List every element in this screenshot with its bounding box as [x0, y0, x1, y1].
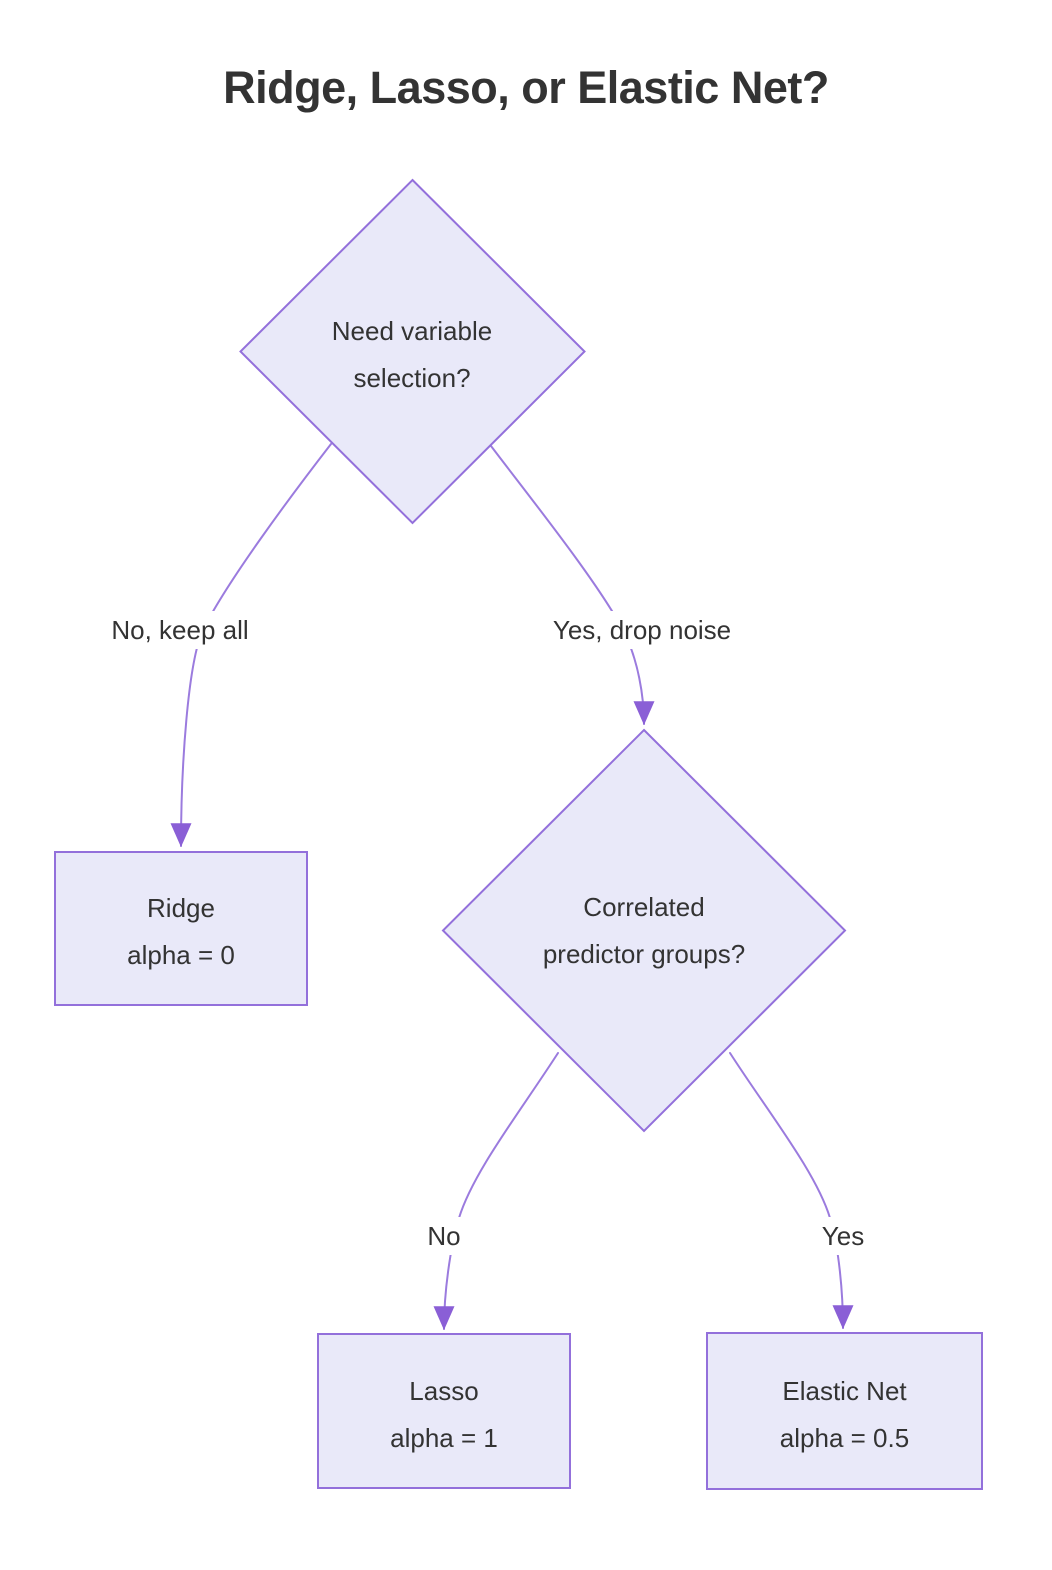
node-label-line: alpha = 0	[127, 940, 235, 970]
node-need-variable-selection-label: Need variable selection?	[262, 308, 562, 402]
edge-label-no: No	[409, 1217, 479, 1255]
edge-label-no-keep-all: No, keep all	[80, 611, 280, 649]
node-label-line: Lasso	[409, 1376, 479, 1406]
node-lasso-shape	[317, 1333, 571, 1489]
node-ridge-shape	[54, 851, 308, 1006]
edge-no	[433, 1052, 559, 1331]
node-elastic-net-label: Elastic Net alpha = 0.5	[707, 1368, 982, 1462]
node-label-line: Correlated	[583, 892, 705, 922]
node-label-line: alpha = 0.5	[779, 1423, 910, 1453]
node-label-line: Ridge	[147, 893, 215, 923]
edge-label-yes-drop-noise: Yes, drop noise	[532, 611, 752, 649]
node-label-line: selection?	[353, 363, 471, 393]
node-ridge-label: Ridge alpha = 0	[55, 885, 307, 979]
page-title: Ridge, Lasso, or Elastic Net?	[223, 62, 829, 113]
node-need-variable-selection-shape	[239, 178, 586, 525]
node-label-line: Elastic Net	[782, 1376, 907, 1406]
node-lasso-label: Lasso alpha = 1	[318, 1368, 570, 1462]
edge-yes	[729, 1052, 854, 1330]
edge-yes-drop-noise	[490, 445, 655, 726]
node-elastic-net-shape	[706, 1332, 983, 1490]
node-label-line: predictor groups?	[542, 939, 746, 969]
node-label-line: alpha = 1	[390, 1423, 498, 1453]
node-correlated-groups-label: Correlated predictor groups?	[494, 884, 794, 978]
node-label-line: Need variable	[331, 316, 493, 346]
edge-label-yes: Yes	[808, 1217, 878, 1255]
node-correlated-groups-shape	[441, 728, 847, 1133]
